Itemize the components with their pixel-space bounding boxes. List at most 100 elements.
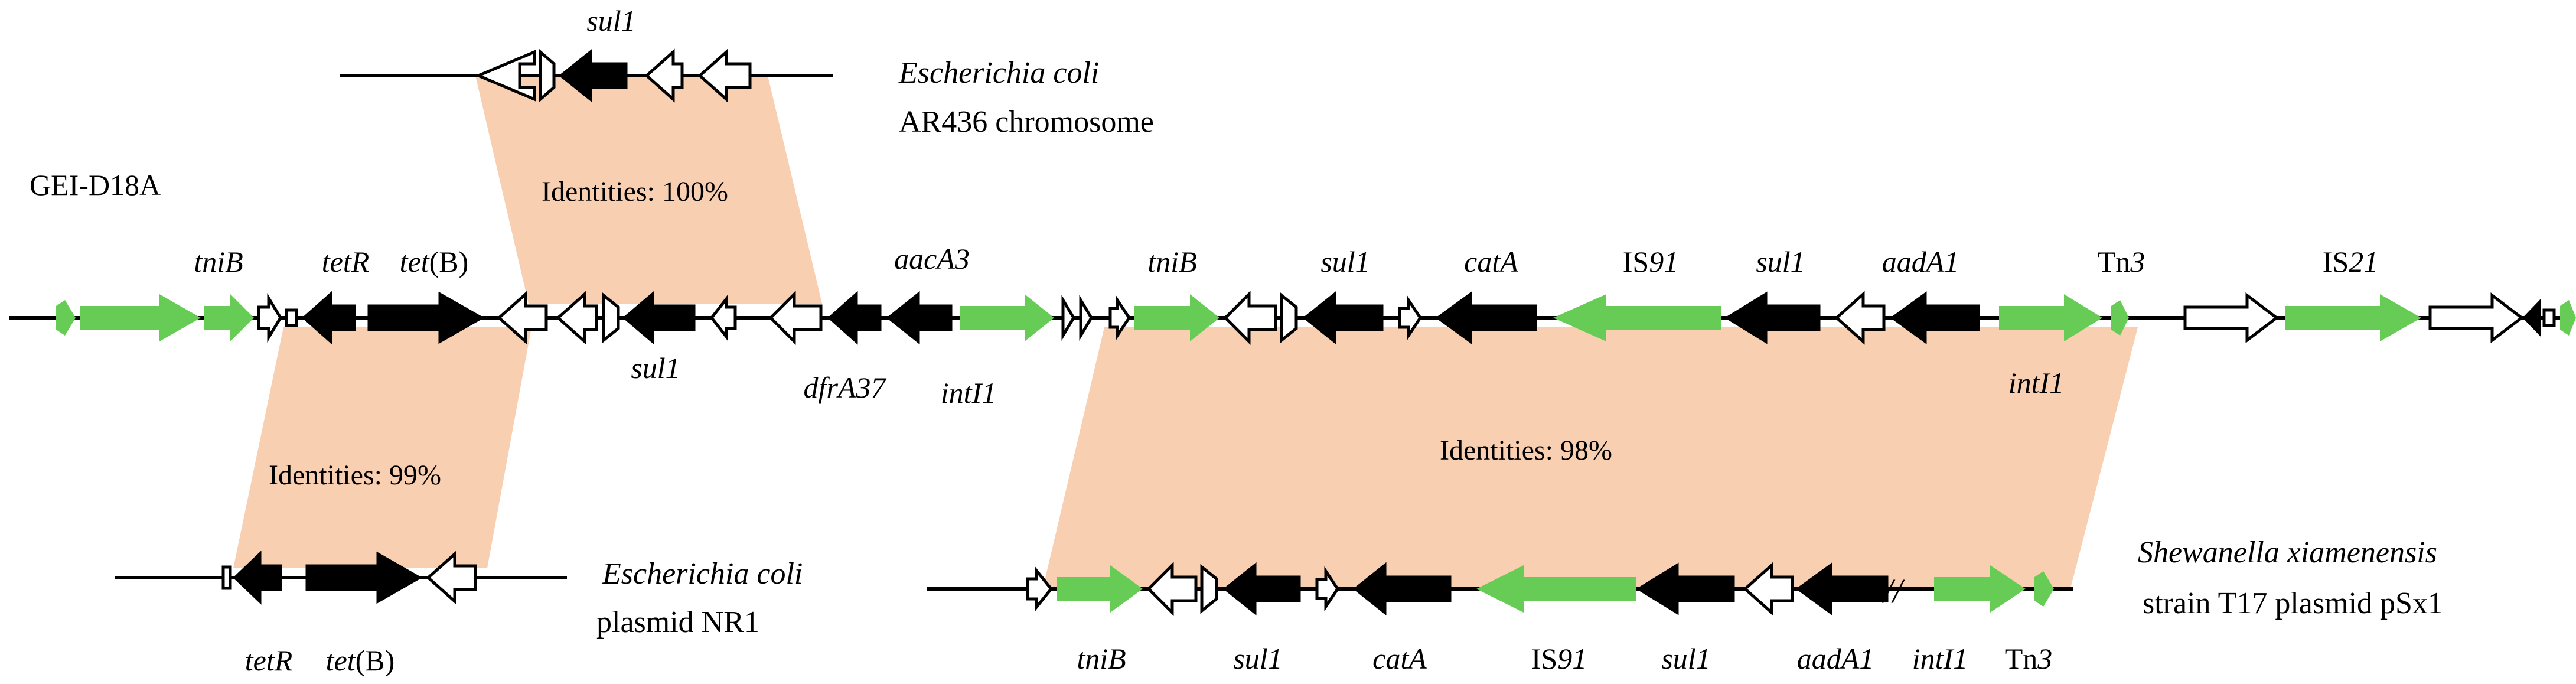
gene-arrow bbox=[1108, 295, 1132, 341]
gene-arrow-tniB bbox=[1134, 294, 1219, 341]
gene-label-intI1: intI1 bbox=[1912, 642, 1968, 675]
identity-region-top bbox=[475, 76, 822, 304]
gene-arrow-catA bbox=[1352, 562, 1452, 616]
gene-arrow-intI1 bbox=[1999, 294, 2102, 341]
gene-arrow-tniB bbox=[1057, 565, 1143, 613]
identity-label-right: Identities: 98% bbox=[1440, 435, 1612, 466]
gene-label-tetR: tetR bbox=[322, 245, 370, 278]
bottom-right-desc-label: strain T17 plasmid pSx1 bbox=[2143, 587, 2443, 620]
gene-label-tetB: tet(B) bbox=[400, 245, 469, 278]
gene-label-sul1: sul1 bbox=[1233, 642, 1282, 675]
gene-arrow bbox=[221, 565, 232, 590]
gene-arrow-sul1 bbox=[1724, 291, 1821, 344]
gene-arrow-IS21 bbox=[2285, 294, 2421, 341]
gene-arrow-IS91 bbox=[1476, 565, 1636, 613]
gene-label-sul1: sul1 bbox=[1661, 642, 1710, 675]
gene-arrow-IS91 bbox=[1553, 294, 1721, 341]
gene-arrow bbox=[257, 293, 282, 343]
gene-arrow bbox=[768, 290, 823, 346]
gene-label-IS91: IS91 bbox=[1623, 245, 1678, 278]
gene-arrow bbox=[2542, 308, 2556, 327]
gene-arrow-aacA3 bbox=[886, 291, 953, 345]
gene-label-aacA3: aacA3 bbox=[894, 242, 970, 275]
identity-regions bbox=[233, 76, 2138, 591]
gene-arrow bbox=[709, 294, 737, 341]
gene-arrow bbox=[1280, 292, 1298, 344]
gene-arrow-intI1 bbox=[1934, 565, 2026, 613]
gene-label-IS21-prefix: IS bbox=[2323, 245, 2349, 278]
gene-label-aadA1: aadA1 bbox=[1882, 245, 1959, 278]
gene-label-tetB-italic: tet bbox=[400, 245, 430, 278]
gene-arrow bbox=[1223, 290, 1277, 346]
gene-arrow-tetR bbox=[233, 551, 282, 605]
top-species-label: Escherichia coli bbox=[898, 56, 1099, 90]
gene-arrow-tetB bbox=[367, 291, 485, 344]
gene-label-IS21-number: 21 bbox=[2349, 245, 2378, 278]
gene-label-IS91-prefix: IS bbox=[1531, 642, 1557, 675]
gene-arrow bbox=[1743, 562, 1794, 616]
gene-arrow bbox=[426, 551, 477, 605]
gene-label-tetB-suffix: (B) bbox=[429, 245, 469, 278]
gene-arrow bbox=[80, 294, 201, 341]
gene-label-dfrA37: dfrA37 bbox=[804, 371, 887, 404]
gene-arrow-catA bbox=[1435, 291, 1537, 344]
gene-arrow bbox=[56, 300, 76, 336]
annotation-labels: GEI-D18A Escherichia coli AR436 chromoso… bbox=[30, 56, 2443, 639]
identity-label-left: Identities: 99% bbox=[269, 460, 441, 491]
identity-label-top: Identities: 100% bbox=[542, 176, 728, 207]
gene-label-IS91-number: 91 bbox=[1557, 642, 1587, 675]
gene-arrow bbox=[2522, 298, 2541, 337]
genes-top bbox=[474, 48, 752, 103]
gene-label-sul1: sul1 bbox=[586, 4, 635, 37]
main-sequence-name: GEI-D18A bbox=[30, 168, 161, 201]
gene-arrow-aadA1 bbox=[1890, 291, 1980, 344]
gene-label-sul1: sul1 bbox=[631, 351, 680, 385]
gene-label-tetR: tetR bbox=[245, 644, 293, 677]
gene-label-tetB-italic: tet bbox=[326, 644, 356, 677]
gene-label-sul1: sul1 bbox=[1320, 245, 1369, 278]
gene-labels: sul1 tniB tetR tet(B) sul1 dfrA37 aacA3 … bbox=[194, 4, 2378, 677]
bottom-left-desc-label: plasmid NR1 bbox=[596, 605, 759, 639]
gene-label-catA: catA bbox=[1464, 245, 1518, 278]
top-desc-label: AR436 chromosome bbox=[899, 105, 1154, 139]
gene-arrow-Tn3 bbox=[2111, 300, 2129, 336]
gene-arrow bbox=[697, 48, 752, 103]
gene-label-tniB: tniB bbox=[1077, 642, 1126, 675]
gene-arrow bbox=[602, 292, 620, 344]
gene-arrow-Tn3 bbox=[2034, 571, 2054, 607]
gene-label-Tn3-number: 3 bbox=[2130, 245, 2145, 278]
gene-label-Tn3-prefix: Tn bbox=[2005, 642, 2038, 675]
genes-bottom-left bbox=[221, 551, 477, 605]
gene-label-aadA1: aadA1 bbox=[1797, 642, 1874, 675]
bottom-left-species-label: Escherichia coli bbox=[602, 557, 803, 591]
gene-arrow bbox=[1398, 295, 1423, 341]
identity-region-right bbox=[1042, 327, 2138, 591]
gene-arrow bbox=[285, 308, 298, 327]
gene-arrow bbox=[1146, 561, 1198, 617]
gene-label-IS91-number: 91 bbox=[1649, 245, 1678, 278]
genes-main bbox=[56, 290, 2576, 346]
gene-arrow-sul1 bbox=[1222, 562, 1301, 616]
gene-arrow-intI1 bbox=[960, 294, 1054, 341]
bottom-right-species-label: Shewanella xiamenensis bbox=[2138, 536, 2437, 569]
identity-region-left bbox=[233, 327, 531, 568]
gene-label-tniB: tniB bbox=[1147, 245, 1196, 278]
gene-arrow-dfrA37 bbox=[827, 291, 882, 345]
genes-bottom-right bbox=[1026, 561, 2054, 617]
gene-arrow bbox=[1026, 566, 1054, 612]
gene-arrow bbox=[2560, 300, 2576, 336]
gene-arrow-tetR bbox=[302, 291, 356, 345]
gene-arrow-tniB bbox=[204, 294, 254, 341]
gene-label-IS21: IS21 bbox=[2323, 245, 2378, 278]
gene-arrow bbox=[2183, 292, 2280, 344]
gene-arrow bbox=[644, 48, 684, 103]
gene-label-tniB: tniB bbox=[194, 245, 243, 278]
gene-arrow-sul1 bbox=[1302, 291, 1384, 345]
gene-arrow bbox=[1079, 294, 1093, 341]
break-mark: // bbox=[1882, 572, 1905, 610]
gene-label-IS91-prefix: IS bbox=[1623, 245, 1649, 278]
gene-label-Tn3: Tn3 bbox=[2098, 245, 2145, 278]
gene-label-IS91: IS91 bbox=[1531, 642, 1587, 675]
gene-label-tetB: tet(B) bbox=[326, 644, 395, 677]
gene-label-catA: catA bbox=[1372, 642, 1427, 675]
